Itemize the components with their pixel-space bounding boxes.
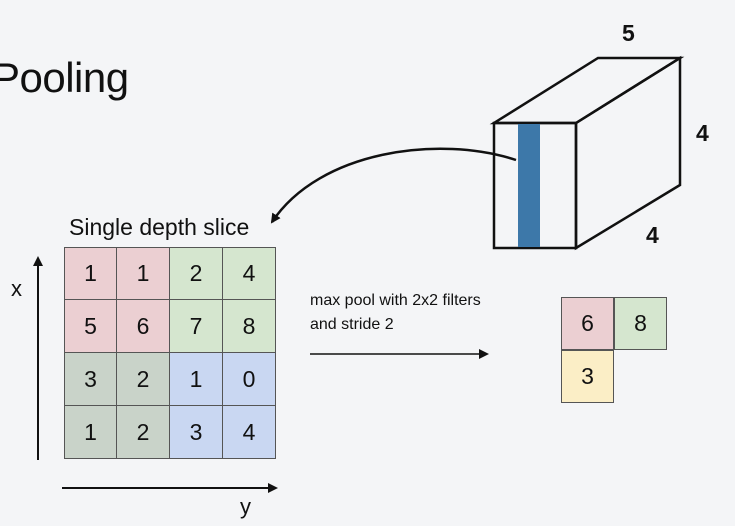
input-cell: 1 [170, 353, 223, 406]
input-cell: 1 [117, 247, 170, 300]
operation-description-line2: and stride 2 [310, 316, 394, 333]
input-cell: 1 [64, 406, 117, 459]
input-cell: 4 [223, 247, 276, 300]
input-cell: 6 [117, 300, 170, 353]
volume-width-label: 5 [622, 20, 635, 46]
input-cell: 3 [170, 406, 223, 459]
input-cell: 0 [223, 353, 276, 406]
input-cell: 7 [170, 300, 223, 353]
volume-box [489, 55, 685, 251]
output-cell: 8 [614, 297, 667, 350]
slice-title: Single depth slice [69, 214, 250, 240]
page-title: Pooling [0, 54, 129, 101]
input-cell: 2 [117, 406, 170, 459]
volume-depth-label: 4 [646, 222, 659, 248]
input-cell: 1 [64, 247, 117, 300]
input-cell: 2 [170, 247, 223, 300]
input-cell: 3 [64, 353, 117, 406]
curved-arrow [270, 147, 517, 224]
operation-description-line1: max pool with 2x2 filters [310, 292, 481, 309]
depth-slice-bar [518, 124, 540, 247]
volume-height-label: 4 [696, 120, 709, 146]
x-axis-label: x [11, 276, 22, 301]
y-axis-label: y [240, 494, 251, 519]
output-cell: 3 [561, 350, 614, 403]
input-cell: 8 [223, 300, 276, 353]
input-cell: 5 [64, 300, 117, 353]
input-cell: 4 [223, 406, 276, 459]
output-cell: 6 [561, 297, 614, 350]
input-cell: 2 [117, 353, 170, 406]
